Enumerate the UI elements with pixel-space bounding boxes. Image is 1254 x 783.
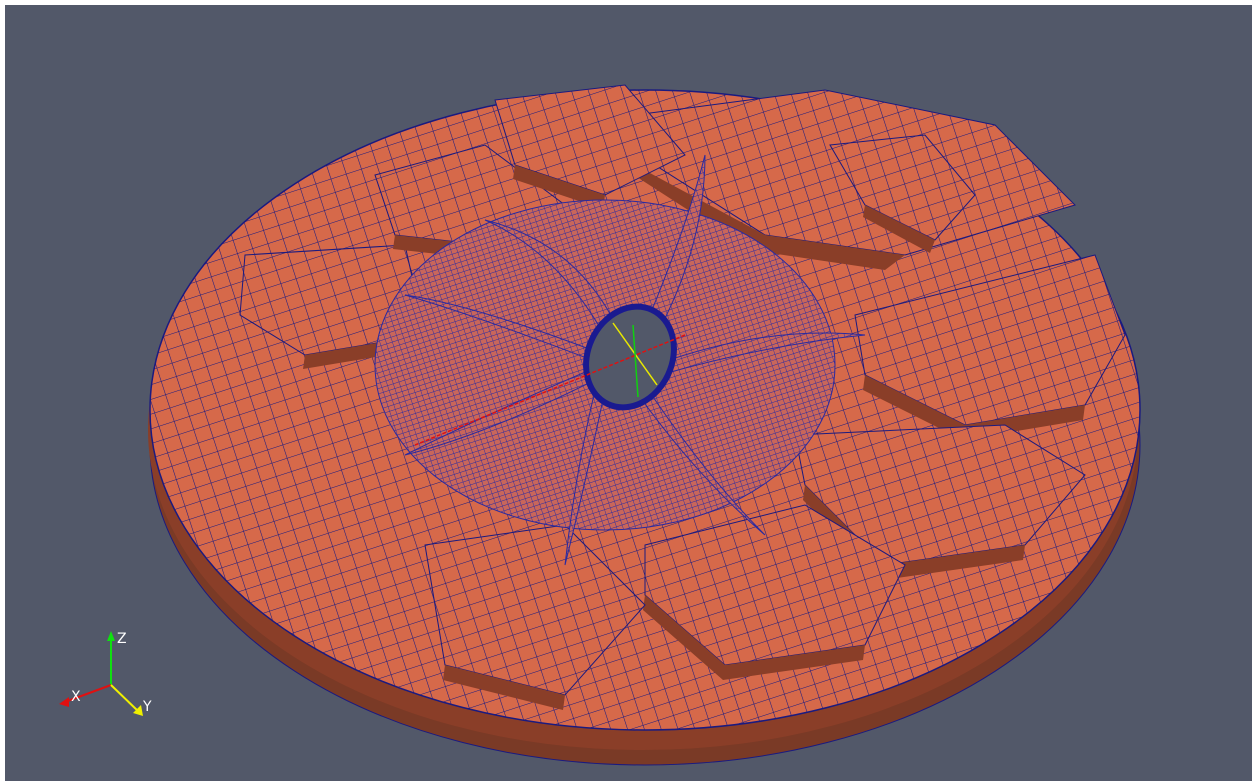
center-axis-x <box>414 334 686 446</box>
axis-x-arrow <box>59 697 69 707</box>
axis-y-label: Y <box>142 699 152 715</box>
render-viewport[interactable]: Z X Y <box>5 5 1252 781</box>
axis-x-line <box>64 684 112 703</box>
axis-x-label: X <box>71 689 81 705</box>
center-axis-z <box>632 324 639 398</box>
axis-y-line <box>110 684 140 713</box>
axis-z-label: Z <box>117 631 127 647</box>
central-hole <box>583 303 677 411</box>
orientation-axes-widget: Z X Y <box>59 631 152 716</box>
axis-z-arrow <box>107 631 115 641</box>
raised-blocks <box>239 84 1126 710</box>
center-axes <box>414 322 686 446</box>
mesh-scene[interactable] <box>5 5 1252 781</box>
axis-y-arrow <box>133 705 143 716</box>
